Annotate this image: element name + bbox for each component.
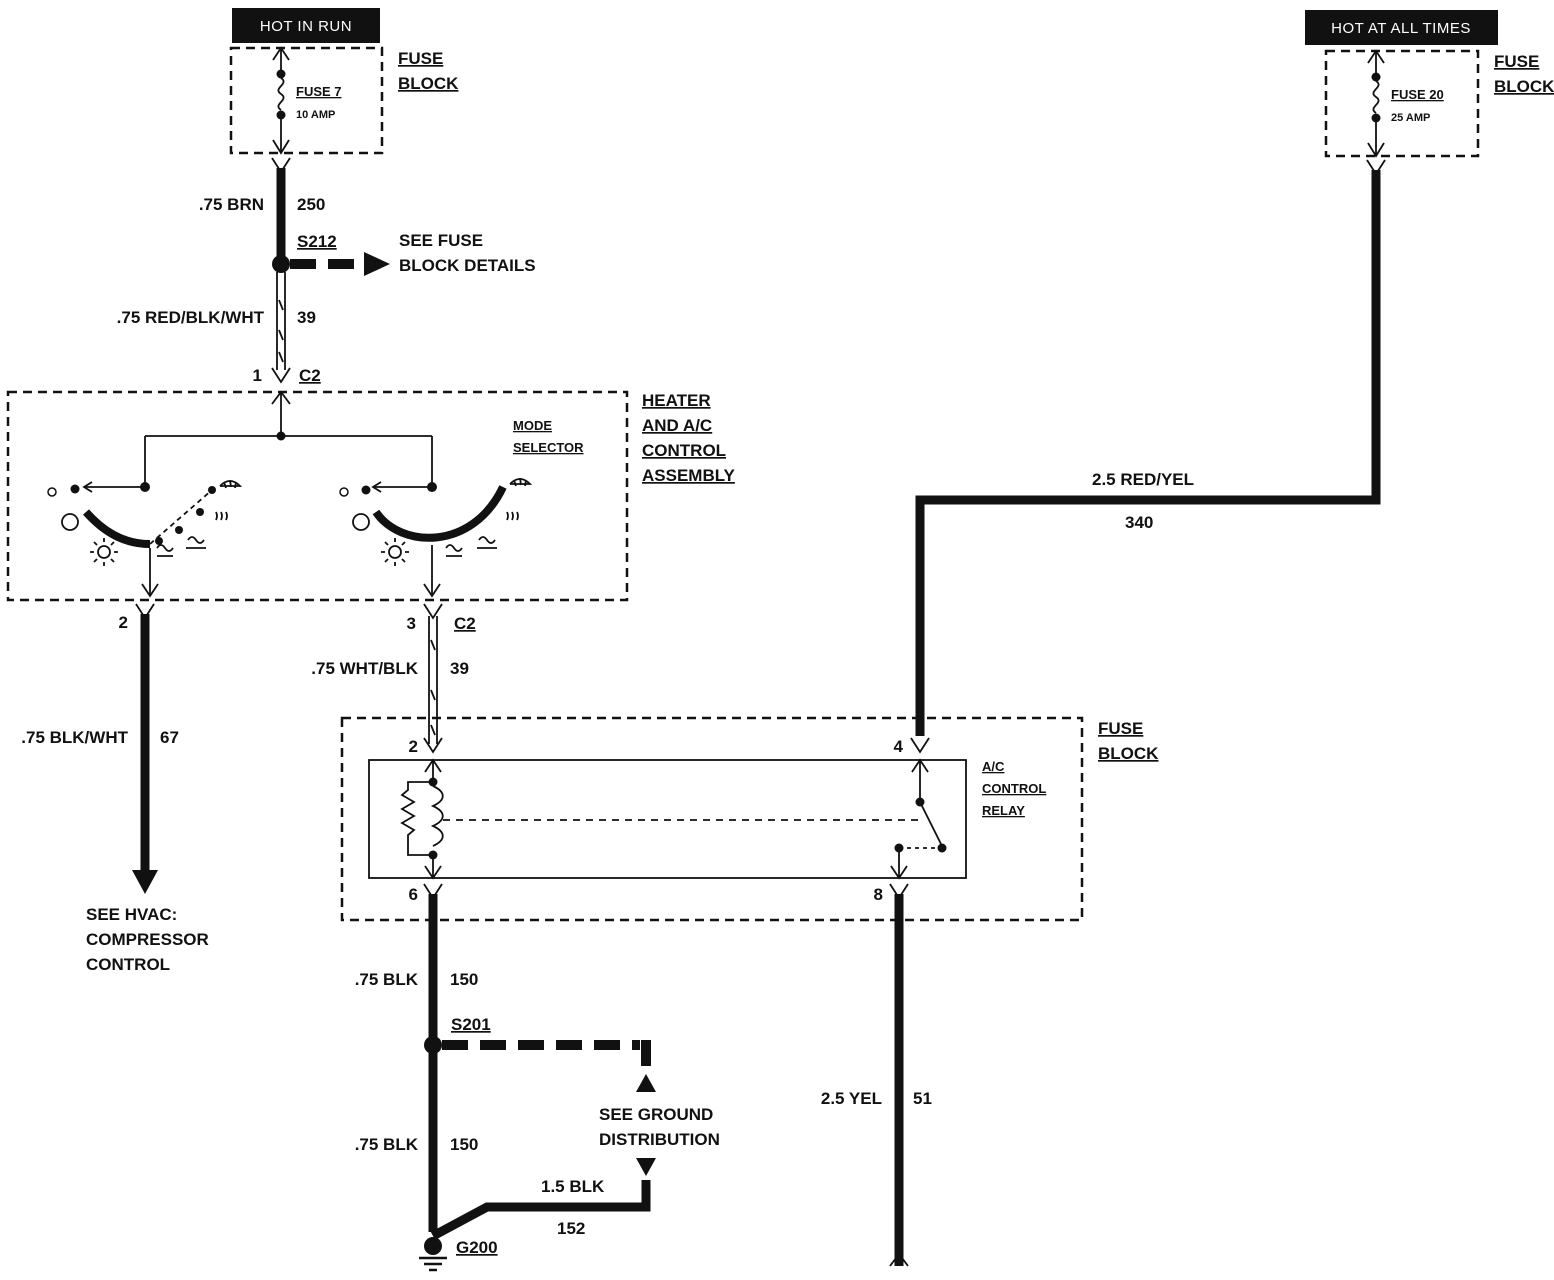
relay-pin-8: 8	[874, 885, 883, 904]
wire-340-gauge-color: 2.5 RED/YEL	[1092, 470, 1194, 489]
ac-control-relay-body	[368, 759, 967, 879]
fuse-block-top-right: FUSE 20 25 AMP FUSE BLOCK	[1324, 49, 1554, 158]
relay-pin-2: 2	[409, 737, 418, 756]
wire-152-circuit: 152	[557, 1219, 585, 1238]
relay-coil-icon	[400, 758, 918, 880]
fuse-20-element-icon	[1372, 80, 1380, 114]
fuse-20-rating: 25 AMP	[1391, 112, 1430, 124]
wire-150-b-gauge-color: .75 BLK	[355, 1135, 419, 1154]
s212-note-2: BLOCK DETAILS	[399, 256, 536, 275]
relay-switch-icon	[890, 758, 947, 880]
fuse-block-top-left-title-1: FUSE	[398, 49, 443, 68]
relay-label-3: RELAY	[982, 803, 1025, 818]
control-assembly-title-4: ASSEMBLY	[642, 466, 736, 485]
wire-39-top: .75 RED/BLK/WHT 39 1 C2	[117, 272, 321, 385]
wire-250-circuit: 250	[297, 195, 325, 214]
fuse-block-top-right-title-1: FUSE	[1494, 52, 1539, 71]
wire-51-circuit: 51	[913, 1089, 932, 1108]
ground-g200: G200	[419, 1237, 498, 1272]
s201-note-1: SEE GROUND	[599, 1105, 713, 1124]
wire-39-mid-gauge-color: .75 WHT/BLK	[311, 659, 418, 678]
wire-39-top-gauge-color: .75 RED/BLK/WHT	[117, 308, 265, 327]
fuse-7-element-icon	[277, 77, 285, 111]
wire-67-arrow-icon	[132, 870, 158, 894]
wire-340: 2.5 RED/YEL 340	[910, 159, 1386, 754]
wire-39-mid-circuit: 39	[450, 659, 469, 678]
mode-switch-left-icon	[47, 479, 243, 598]
control-assembly-title-2: AND A/C	[642, 416, 712, 435]
wire-67: 2 .75 BLK/WHT 67 SEE HVAC: COMPRESSOR CO…	[21, 603, 209, 974]
control-assembly-title-1: HEATER	[642, 391, 711, 410]
wire-51: 2.5 YEL 51	[821, 883, 932, 1267]
hvac-note-1: SEE HVAC:	[86, 905, 177, 924]
wire-152: 1.5 BLK 152	[430, 1177, 651, 1240]
relay-pin-6: 6	[409, 885, 418, 904]
fuse-block-top-right-title-2: BLOCK	[1494, 77, 1554, 96]
fuse-20-name: FUSE 20	[1391, 87, 1444, 102]
wire-51-gauge-color: 2.5 YEL	[821, 1089, 882, 1108]
wire-150: .75 BLK 150 .75 BLK 150	[355, 883, 478, 1232]
wire-39-mid: 3 C2 .75 WHT/BLK 39	[311, 603, 476, 754]
wire-250-gauge-color: .75 BRN	[199, 195, 264, 214]
splice-s201: S201 SEE GROUND DISTRIBUTION	[424, 1015, 720, 1176]
c2-pin-3-connector: C2	[454, 614, 476, 633]
s212-arrow-icon	[364, 252, 390, 276]
wire-39-top-circuit: 39	[297, 308, 316, 327]
s201-note-2: DISTRIBUTION	[599, 1130, 720, 1149]
s201-name: S201	[451, 1015, 491, 1034]
hot-at-all-times-text: HOT AT ALL TIMES	[1331, 20, 1471, 37]
heater-ac-control-assembly: MODE SELECTOR HEATER AND A/C CONTROL ASS…	[6, 390, 736, 602]
fuse-block-bottom-title-2: BLOCK	[1098, 744, 1159, 763]
relay-label-1: A/C	[982, 759, 1005, 774]
mode-selector-label-1: MODE	[513, 418, 552, 433]
hot-in-run-header: HOT IN RUN	[232, 8, 380, 43]
fuse-7-rating: 10 AMP	[296, 109, 335, 121]
wire-67-circuit: 67	[160, 728, 179, 747]
fuse-block-top-left: FUSE 7 10 AMP FUSE BLOCK	[229, 46, 459, 155]
fuse-block-bottom: 2 4 6 8 A/C CONTROL	[340, 716, 1159, 922]
mode-switch-right-icon	[339, 477, 533, 598]
c2-pin-2: 2	[119, 613, 128, 632]
splice-s212: S212 SEE FUSE BLOCK DETAILS	[272, 231, 536, 276]
control-assembly-title-3: CONTROL	[642, 441, 726, 460]
c2-pin-1: 1	[253, 366, 262, 385]
s212-name: S212	[297, 232, 337, 251]
fuse-block-top-left-title-2: BLOCK	[398, 74, 459, 93]
wire-150-a-circuit: 150	[450, 970, 478, 989]
mode-selector-label-2: SELECTOR	[513, 440, 584, 455]
hot-at-all-times-header: HOT AT ALL TIMES	[1305, 10, 1498, 45]
wire-150-b-circuit: 150	[450, 1135, 478, 1154]
fuse-7-name: FUSE 7	[296, 84, 342, 99]
wire-152-gauge-color: 1.5 BLK	[541, 1177, 605, 1196]
fuse-block-bottom-title-1: FUSE	[1098, 719, 1143, 738]
wire-150-a-gauge-color: .75 BLK	[355, 970, 419, 989]
c2-pin-3: 3	[407, 614, 416, 633]
wire-67-gauge-color: .75 BLK/WHT	[21, 728, 128, 747]
g200-name: G200	[456, 1238, 498, 1257]
wire-340-circuit: 340	[1125, 513, 1153, 532]
s201-arrow-up-icon	[636, 1074, 656, 1092]
wire-250: .75 BRN 250	[199, 157, 325, 264]
relay-pin-4: 4	[894, 737, 904, 756]
s201-arrow-down-icon	[636, 1158, 656, 1176]
c2-pin-1-connector: C2	[299, 366, 321, 385]
hvac-note-2: COMPRESSOR	[86, 930, 209, 949]
relay-label-2: CONTROL	[982, 781, 1046, 796]
s212-note-1: SEE FUSE	[399, 231, 483, 250]
ground-icon	[419, 1256, 447, 1272]
hot-in-run-text: HOT IN RUN	[260, 18, 352, 35]
hvac-note-3: CONTROL	[86, 955, 170, 974]
